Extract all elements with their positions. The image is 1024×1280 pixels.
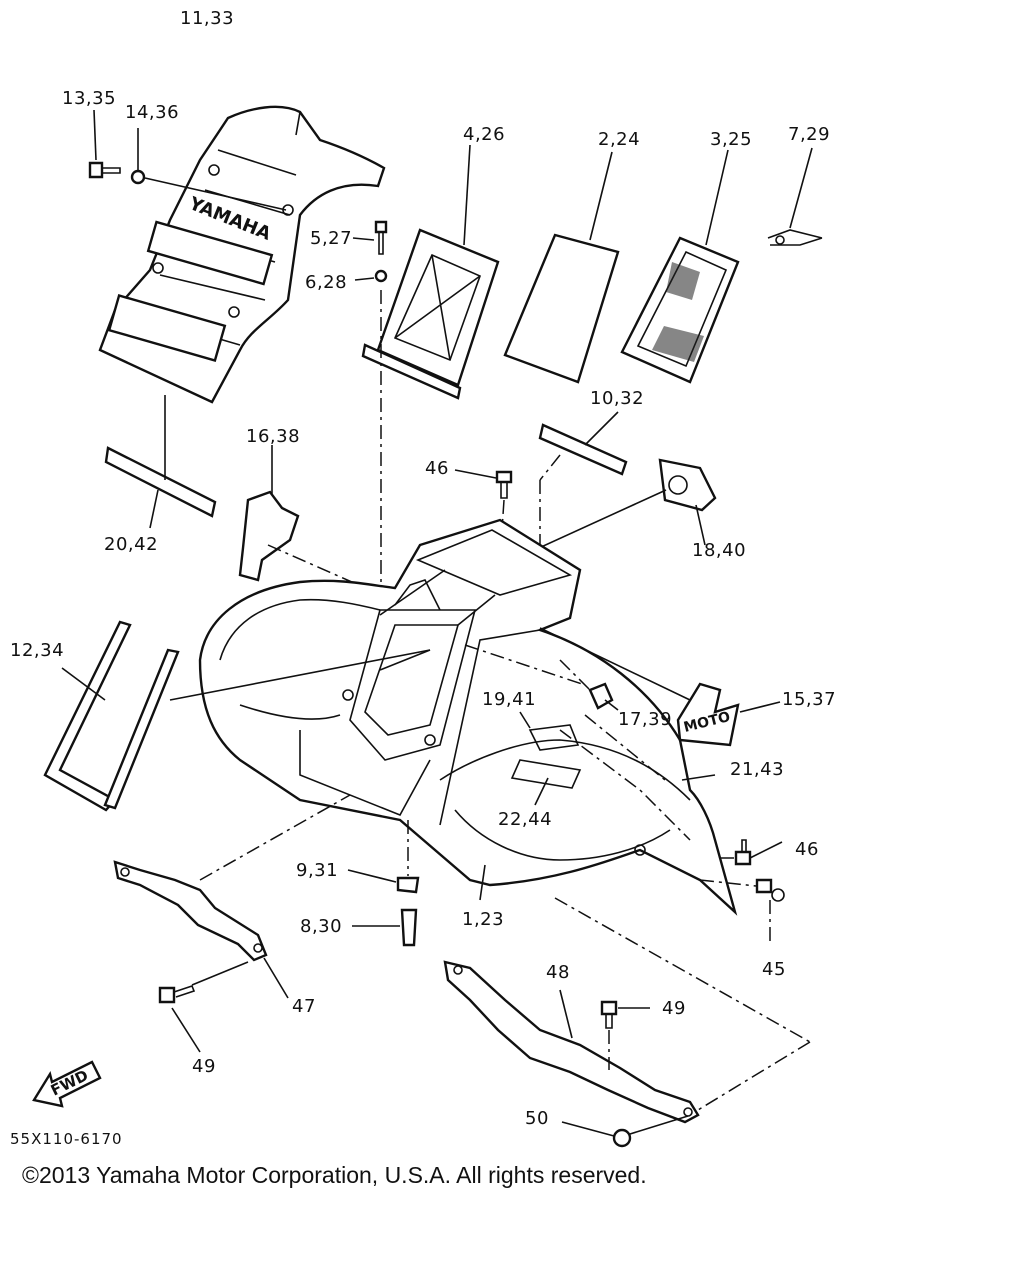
plate-16-part (238, 490, 300, 582)
bracket-47-part (113, 860, 268, 962)
callout-8-30: 8,30 (300, 916, 342, 937)
pad-20-part (104, 446, 217, 518)
screw-13-icon (88, 161, 121, 179)
washer-6-icon (374, 269, 388, 283)
part-number: 55X110-6170 (10, 1130, 123, 1148)
callout-48: 48 (546, 962, 570, 983)
callout-4-26: 4,26 (463, 124, 505, 145)
callout-7-29: 7,29 (788, 124, 830, 145)
bolt-49-right-icon (600, 1000, 618, 1029)
front-cover-part: YAMAHA (98, 105, 386, 404)
callout-9-31: 9,31 (296, 860, 338, 881)
callout-46-right: 46 (795, 839, 819, 860)
callout-17-39: 17,39 (618, 709, 672, 730)
copyright-notice: ©2013 Yamaha Motor Corporation, U.S.A. A… (22, 1162, 647, 1188)
callout-6-28: 6,28 (305, 272, 347, 293)
nut-9-icon (396, 876, 420, 894)
pad-10-part (538, 423, 628, 476)
callout-21-43: 21,43 (730, 759, 784, 780)
callout-22-44: 22,44 (498, 809, 552, 830)
seal-12-part (43, 620, 180, 812)
reflector-3-part (620, 236, 740, 384)
callout-12-34: 12,34 (10, 640, 64, 661)
callout-13-35: 13,35 (62, 88, 116, 109)
callout-16-38: 16,38 (246, 426, 300, 447)
lens-2-part (503, 233, 620, 384)
callout-2-24: 2,24 (598, 129, 640, 150)
callout-1-23: 1,23 (462, 909, 504, 930)
callout-18-40: 18,40 (692, 540, 746, 561)
callout-49-right: 49 (662, 998, 686, 1019)
moto-emblem-part: MOTO (676, 682, 740, 747)
callout-10-32: 10,32 (590, 388, 644, 409)
bracket-4-part (361, 228, 500, 400)
screw-5-icon (374, 220, 388, 255)
callout-5-27: 5,27 (310, 228, 352, 249)
callout-14-36: 14,36 (125, 102, 179, 123)
grommet-18-part (658, 458, 717, 512)
callout-11-33: 11,33 (180, 8, 234, 29)
wire-7-part (767, 229, 823, 246)
washer-14-icon (130, 169, 146, 185)
main-fender-part (198, 518, 738, 916)
bolt-46-right-icon (734, 839, 752, 866)
callout-49-left: 49 (192, 1056, 216, 1077)
bracket-48-part (443, 960, 700, 1124)
bolt-8-icon (400, 908, 418, 947)
nut-50-icon (612, 1128, 632, 1148)
callout-45: 45 (762, 959, 786, 980)
bolt-46-top-icon (495, 470, 513, 499)
callout-15-37: 15,37 (782, 689, 836, 710)
bolt-49-left-icon (158, 985, 196, 1004)
callout-50: 50 (525, 1108, 549, 1129)
callout-19-41: 19,41 (482, 689, 536, 710)
callout-47: 47 (292, 996, 316, 1017)
callout-20-42: 20,42 (104, 534, 158, 555)
callout-46-top: 46 (425, 458, 449, 479)
fwd-arrow-icon: FWD (32, 1060, 102, 1108)
callout-3-25: 3,25 (710, 129, 752, 150)
screw-45-icon (755, 878, 785, 902)
